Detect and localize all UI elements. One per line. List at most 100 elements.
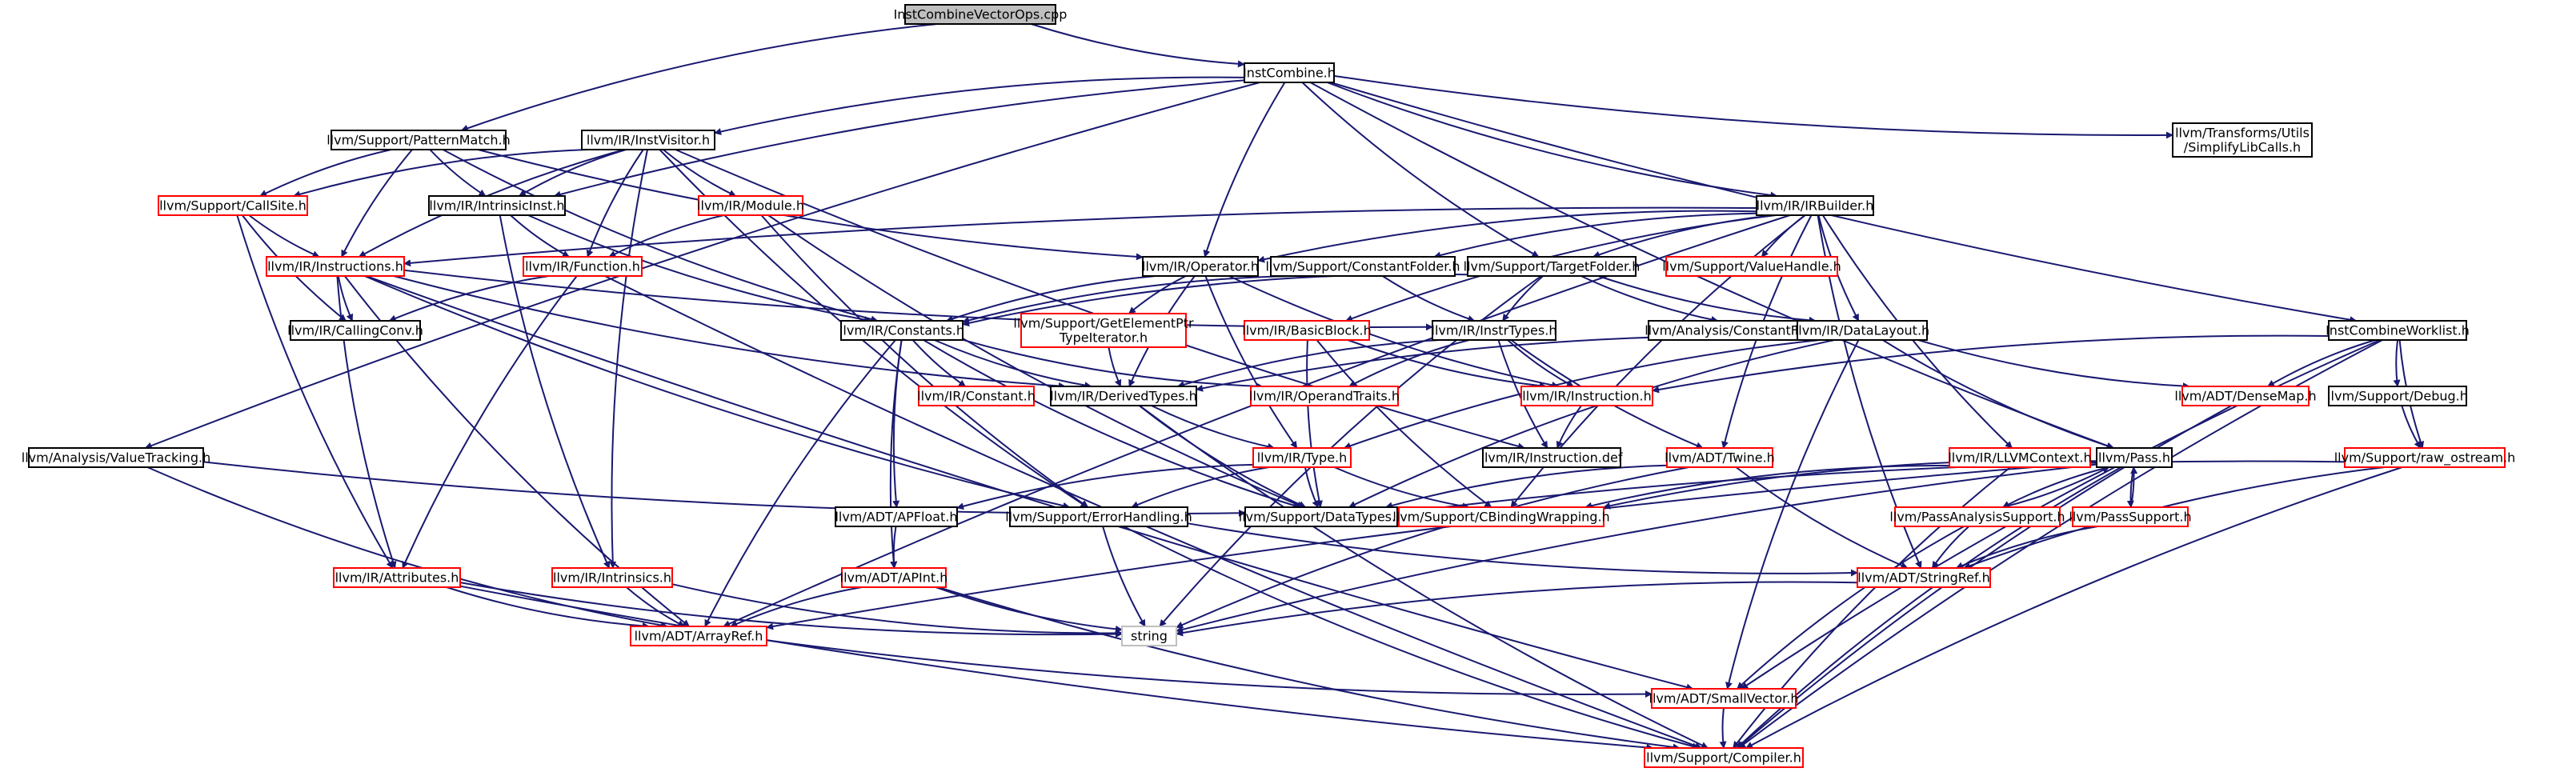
node-box[interactable]	[2072, 506, 2189, 527]
node-attr[interactable]: llvm/IR/Attributes.h	[333, 567, 461, 588]
node-bb[interactable]: llvm/IR/BasicBlock.h	[1242, 320, 1372, 341]
node-box[interactable]	[698, 195, 803, 216]
node-iv[interactable]: llvm/IR/InstVisitor.h	[581, 130, 715, 150]
node-ic[interactable]: InstCombine.h	[1243, 62, 1336, 83]
node-box[interactable]	[1020, 313, 1187, 348]
node-dm[interactable]: llvm/ADT/DenseMap.h	[2174, 386, 2317, 406]
node-box[interactable]	[918, 386, 1035, 406]
node-box[interactable]	[1666, 447, 1773, 468]
node-box[interactable]	[158, 195, 308, 216]
node-box[interactable]	[1857, 567, 1991, 588]
node-box[interactable]	[1665, 256, 1838, 277]
node-box[interactable]	[428, 195, 566, 216]
node-twine[interactable]: llvm/ADT/Twine.h	[1665, 447, 1775, 468]
node-box[interactable]	[1432, 320, 1556, 341]
node-op[interactable]: llvm/IR/Operator.h	[1142, 256, 1259, 277]
node-box[interactable]	[841, 567, 947, 588]
node-pm[interactable]: llvm/Support/PatternMatch.h	[327, 130, 511, 150]
node-box[interactable]	[523, 256, 643, 277]
node-intr[interactable]: llvm/IR/Intrinsics.h	[551, 567, 673, 588]
node-box[interactable]	[2172, 122, 2313, 158]
node-box[interactable]	[1756, 195, 1874, 216]
node-box[interactable]	[2096, 447, 2173, 468]
node-box[interactable]	[1121, 626, 1177, 646]
node-inst[interactable]: llvm/IR/Instruction.h	[1520, 386, 1653, 406]
node-box[interactable]	[331, 130, 507, 150]
node-box[interactable]	[1250, 386, 1399, 406]
node-ro[interactable]: llvm/Support/raw_ostream.h	[2334, 447, 2516, 468]
node-mod[interactable]: llvm/IR/Module.h	[697, 195, 804, 216]
node-dl[interactable]: llvm/IR/DataLayout.h	[1795, 320, 1929, 341]
node-box[interactable]	[1050, 386, 1197, 406]
node-instrs[interactable]: llvm/IR/Instructions.h	[266, 256, 405, 277]
node-box[interactable]	[1270, 256, 1456, 277]
node-box[interactable]	[1797, 320, 1928, 341]
node-box[interactable]	[1894, 506, 2061, 527]
node-box[interactable]	[904, 4, 1056, 25]
node-box[interactable]	[1482, 447, 1621, 468]
node-cs[interactable]: llvm/Support/CallSite.h	[158, 195, 308, 216]
node-ctx[interactable]: llvm/IR/LLVMContext.h	[1948, 447, 2092, 468]
node-box[interactable]	[1644, 747, 1804, 768]
node-apf[interactable]: llvm/ADT/APFloat.h	[835, 506, 958, 527]
node-dbg[interactable]: llvm/Support/Debug.h	[2327, 386, 2468, 406]
node-vt[interactable]: llvm/Analysis/ValueTracking.h	[22, 447, 210, 468]
node-box[interactable]	[2181, 386, 2310, 406]
node-box[interactable]	[1252, 447, 1352, 468]
node-box[interactable]	[1009, 506, 1188, 527]
node-box[interactable]	[333, 567, 461, 588]
node-sdt[interactable]: llvm/Support/DataTypes.h	[1239, 506, 1404, 527]
node-tf[interactable]: llvm/Support/TargetFolder.h	[1464, 256, 1641, 277]
node-slc[interactable]: llvm/Transforms/Utils/SimplifyLibCalls.h	[2172, 122, 2313, 158]
node-type[interactable]: llvm/IR/Type.h	[1252, 447, 1352, 468]
node-box[interactable]	[835, 506, 958, 527]
node-box[interactable]	[630, 626, 767, 646]
node-box[interactable]	[1467, 256, 1637, 277]
node-ii[interactable]: llvm/IR/IntrinsicInst.h	[428, 195, 566, 216]
node-box[interactable]	[2328, 320, 2467, 341]
node-const[interactable]: llvm/IR/Constant.h	[917, 386, 1036, 406]
node-sv[interactable]: llvm/ADT/SmallVector.h	[1649, 688, 1799, 709]
node-box[interactable]	[1651, 688, 1797, 709]
node-box[interactable]	[290, 320, 421, 341]
node-dt[interactable]: llvm/IR/DerivedTypes.h	[1050, 386, 1197, 406]
node-box[interactable]	[266, 256, 405, 277]
node-box[interactable]	[2328, 386, 2467, 406]
node-pass[interactable]: llvm/Pass.h	[2096, 447, 2173, 468]
node-box[interactable]	[2344, 447, 2506, 468]
node-apint[interactable]: llvm/ADT/APInt.h	[840, 567, 948, 588]
node-func[interactable]: llvm/IR/Function.h	[523, 256, 643, 277]
node-box[interactable]	[28, 447, 204, 468]
node-box[interactable]	[1244, 506, 1398, 527]
node-box[interactable]	[1244, 62, 1335, 83]
node-pas[interactable]: llvm/PassAnalysisSupport.h	[1889, 506, 2065, 527]
node-icw[interactable]: InstCombineWorklist.h	[2326, 320, 2470, 341]
node-consts[interactable]: llvm/IR/Constants.h	[839, 320, 964, 341]
node-box[interactable]	[581, 130, 715, 150]
node-irb[interactable]: llvm/IR/IRBuilder.h	[1756, 195, 1874, 216]
node-box[interactable]	[1398, 506, 1604, 527]
node-box[interactable]	[1520, 386, 1653, 406]
node-sr[interactable]: llvm/ADT/StringRef.h	[1857, 567, 1991, 588]
node-box[interactable]	[840, 320, 963, 341]
node-ps[interactable]: llvm/PassSupport.h	[2069, 506, 2192, 527]
node-ar[interactable]: llvm/ADT/ArrayRef.h	[630, 626, 767, 646]
node-str[interactable]: string	[1121, 626, 1177, 646]
node-eh[interactable]: llvm/Support/ErrorHandling.h	[1005, 506, 1192, 527]
node-cc[interactable]: llvm/IR/CallingConv.h	[287, 320, 423, 341]
node-box[interactable]	[551, 567, 673, 588]
node-vh[interactable]: llvm/Support/ValueHandle.h	[1662, 256, 1841, 277]
node-it[interactable]: llvm/IR/InstrTypes.h	[1432, 320, 1557, 341]
node-box[interactable]	[1949, 447, 2091, 468]
node-cf[interactable]: llvm/Support/ConstantFolder.h	[1265, 256, 1460, 277]
node-idef[interactable]: llvm/IR/Instruction.def	[1481, 447, 1623, 468]
node-cbw[interactable]: llvm/Support/CBindingWrapping.h	[1392, 506, 1610, 527]
edge-layer	[144, 23, 2425, 751]
node-box[interactable]	[1142, 256, 1259, 277]
node-comp[interactable]: llvm/Support/Compiler.h	[1644, 747, 1804, 768]
node-ot[interactable]: llvm/IR/OperandTraits.h	[1249, 386, 1400, 406]
node-root[interactable]: InstCombineVectorOps.cpp	[894, 4, 1068, 25]
edge-it-to-idef	[1497, 339, 1548, 449]
node-box[interactable]	[1244, 320, 1370, 341]
